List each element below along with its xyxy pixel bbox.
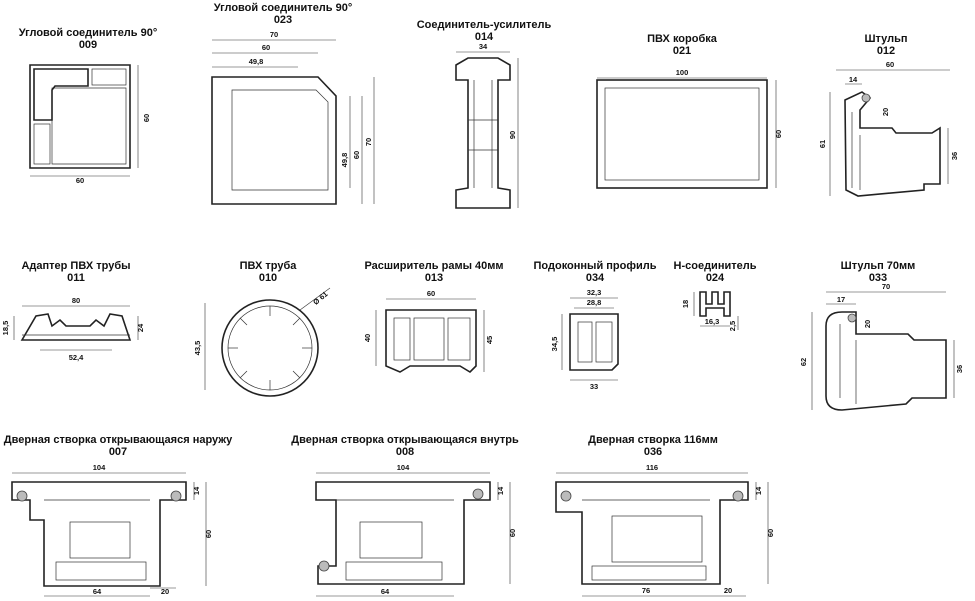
profile-008: 104 14 60 64	[315, 463, 517, 597]
dim-011-18: 18,5	[1, 321, 10, 336]
dim-033-36: 36	[955, 365, 964, 373]
dim-012-20: 20	[881, 108, 890, 116]
profile-036: 116 14 60 76 20	[555, 463, 775, 597]
dim-033-20: 20	[863, 320, 872, 328]
dim-007-60: 60	[204, 530, 213, 538]
dim-034-28: 28,8	[587, 298, 602, 307]
dim-009-height: 60	[142, 114, 151, 122]
dim-036-width: 116	[646, 463, 658, 472]
dim-012-width: 60	[886, 60, 894, 69]
dim-008-14: 14	[496, 486, 505, 495]
dim-034-33: 33	[590, 382, 598, 391]
dim-011-width: 80	[72, 296, 80, 305]
profile-011: 80 18,5 24 52,4	[1, 296, 145, 362]
dim-007-width: 104	[93, 463, 106, 472]
dim-013-40: 40	[363, 334, 372, 342]
dim-010-diameter: Ø 61	[311, 289, 329, 306]
profile-010: 43,5 Ø 61	[193, 287, 331, 397]
dim-023-70-top: 70	[270, 30, 278, 39]
dim-012-61: 61	[818, 140, 827, 148]
dim-036-14: 14	[754, 486, 763, 495]
dim-008-64: 64	[381, 587, 390, 596]
dim-007-64: 64	[93, 587, 102, 596]
dim-013-45: 45	[485, 336, 494, 344]
dim-008-60: 60	[508, 529, 517, 537]
dim-024-2-5: 2,5	[728, 321, 737, 331]
dim-021-width: 100	[676, 68, 689, 77]
dim-023-70-side: 70	[364, 138, 373, 146]
profile-021: 100 60	[596, 68, 783, 189]
dim-007-20: 20	[161, 587, 169, 596]
profile-013: 60 40 45	[363, 289, 494, 374]
profile-009: 60 60	[29, 64, 151, 185]
dim-024-16: 16,3	[705, 317, 720, 326]
profile-007: 104 14 60 64 20	[11, 463, 213, 597]
dim-008-width: 104	[397, 463, 410, 472]
dim-013-width: 60	[427, 289, 435, 298]
dim-011-24: 24	[136, 323, 145, 332]
dim-036-60: 60	[766, 529, 775, 537]
dim-010-43: 43,5	[193, 341, 202, 356]
dim-024-18: 18	[681, 300, 690, 308]
profile-014: 34 90	[455, 42, 519, 209]
dim-012-14: 14	[849, 75, 858, 84]
dim-033-62: 62	[799, 358, 808, 366]
dim-034-34: 34,5	[550, 337, 559, 352]
dim-034-32: 32,3	[587, 288, 602, 297]
profile-012: 60 14 20 61 36	[818, 60, 959, 197]
caption-009: Угловой соединитель 90°009	[18, 27, 158, 51]
dim-009-width: 60	[76, 176, 84, 185]
dim-012-36: 36	[950, 152, 959, 160]
dim-036-20: 20	[724, 586, 732, 595]
profile-033: 70 17 20 62 36	[799, 282, 964, 411]
caption-023: Угловой соединитель 90°023	[213, 2, 353, 26]
profile-024: 18 16,3 2,5	[681, 291, 739, 331]
dim-011-52: 52,4	[69, 353, 84, 362]
dim-014-height: 90	[508, 131, 517, 139]
dim-023-60-side: 60	[352, 151, 361, 159]
profile-023: 70 60 49,8 49,8 60 70	[211, 30, 375, 205]
dim-023-49-top: 49,8	[249, 57, 264, 66]
profile-034: 32,3 28,8 34,5 33	[550, 288, 619, 391]
dim-023-60-top: 60	[262, 43, 270, 52]
dim-023-49-side: 49,8	[340, 153, 349, 168]
dim-033-17: 17	[837, 295, 845, 304]
dim-033-width: 70	[882, 282, 890, 291]
dim-007-14: 14	[192, 486, 201, 495]
dim-021-height: 60	[774, 130, 783, 138]
dim-014-width: 34	[479, 42, 488, 51]
dim-036-76: 76	[642, 586, 650, 595]
